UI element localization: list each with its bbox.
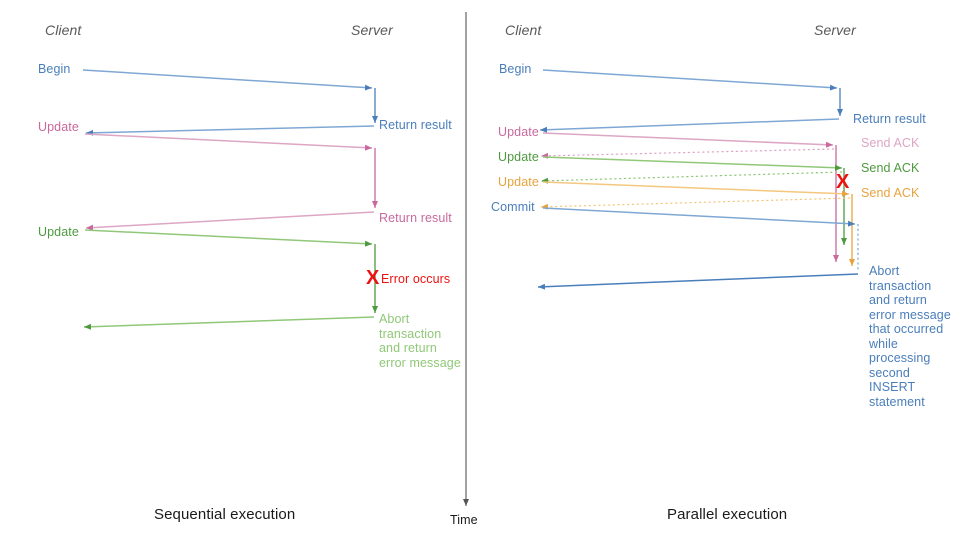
left-label-return-result-2: Return result: [379, 211, 452, 225]
arrow-r-begin: [542, 69, 838, 91]
right-label-update-3: Update: [498, 175, 539, 189]
right-actor-server: Server: [814, 22, 856, 38]
arrow-r-return-result: [539, 118, 840, 133]
arrow-return-result-1: [85, 125, 375, 136]
arrow-r-update-2: [542, 156, 843, 171]
left-label-begin: Begin: [38, 62, 71, 76]
error-x-icon-right: X: [836, 171, 850, 193]
left-actor-server: Server: [351, 22, 393, 38]
arrow-r-abort: [537, 273, 859, 290]
left-label-error-occurs: Error occurs: [381, 272, 451, 286]
arrow-update-2: [84, 229, 373, 247]
arrow-r-commit: [542, 207, 856, 227]
arrow-begin: [82, 69, 373, 91]
arrow-r-send-ack-2: [540, 171, 843, 184]
arrow-update-1: [84, 133, 373, 151]
right-label-send-ack-1: Send ACK: [861, 136, 920, 150]
left-label-update-2: Update: [38, 225, 79, 239]
arrow-r-send-ack-1: [540, 148, 835, 159]
right-caption: Parallel execution: [667, 506, 788, 523]
arrow-r-update-1: [542, 132, 834, 148]
sequential-panel-arrows: [82, 69, 378, 330]
arrow-return-result-2: [85, 211, 375, 231]
left-label-update-1: Update: [38, 120, 79, 134]
right-label-commit: Commit: [491, 200, 535, 214]
right-label-send-ack-2: Send ACK: [861, 161, 920, 175]
right-label-abort: Abort transaction and return error messa…: [869, 264, 951, 409]
error-x-icon-left: X: [366, 267, 380, 289]
right-label-begin: Begin: [499, 62, 532, 76]
arrow-r-send-ack-3: [540, 197, 851, 210]
time-axis-label: Time: [450, 513, 478, 527]
left-actor-client: Client: [45, 22, 82, 38]
parallel-panel-arrows: [537, 69, 859, 290]
right-label-return-result: Return result: [853, 112, 926, 126]
left-caption: Sequential execution: [154, 506, 296, 523]
right-label-update-2: Update: [498, 150, 539, 164]
left-label-abort: Abort transaction and return error messa…: [379, 312, 461, 370]
arrow-r-update-3: [542, 181, 850, 197]
left-label-return-result-1: Return result: [379, 118, 452, 132]
right-actor-client: Client: [505, 22, 542, 38]
right-label-update-1: Update: [498, 125, 539, 139]
arrow-abort-left: [83, 316, 375, 330]
right-label-send-ack-3: Send ACK: [861, 186, 920, 200]
